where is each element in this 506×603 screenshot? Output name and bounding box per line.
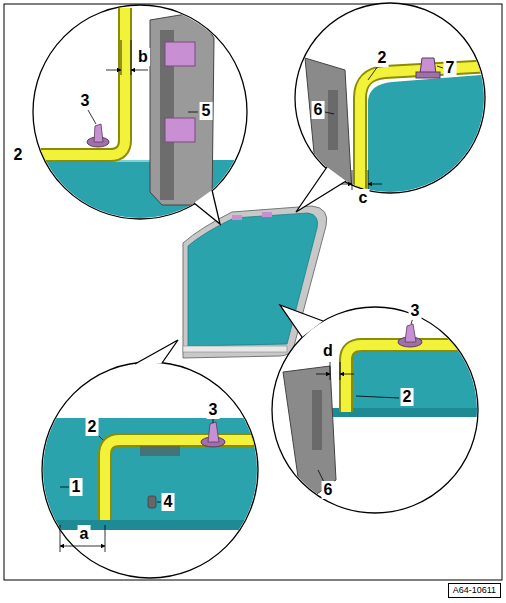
callout-number: 1 — [70, 478, 83, 496]
dimension-label: a — [78, 525, 91, 543]
callout-number: 5 — [200, 102, 213, 120]
figure-code: A64-10611 — [453, 585, 496, 595]
callout-number: 2 — [86, 418, 99, 436]
callout-number: 2 — [376, 49, 389, 67]
figure-code-box: A64-10611 — [448, 583, 501, 598]
dimension-label: b — [136, 48, 150, 66]
dimension-label: c — [357, 189, 370, 207]
callout-number: 6 — [312, 101, 325, 119]
frame — [4, 4, 502, 580]
callout-number: 7 — [444, 59, 457, 77]
callout-number: 6 — [322, 481, 335, 499]
callout-number: 3 — [207, 401, 220, 419]
detail-top-right — [295, 3, 495, 212]
detail-bottom-right — [272, 305, 480, 513]
callout-number: 2 — [12, 146, 25, 164]
callout-number: 3 — [409, 302, 422, 320]
dimension-label: d — [321, 342, 335, 360]
callout-number: 4 — [162, 493, 175, 511]
detail-bottom-left — [40, 340, 270, 578]
callout-number: 2 — [401, 388, 414, 406]
detail-top-left — [18, 5, 260, 240]
callout-number: 3 — [79, 92, 92, 110]
